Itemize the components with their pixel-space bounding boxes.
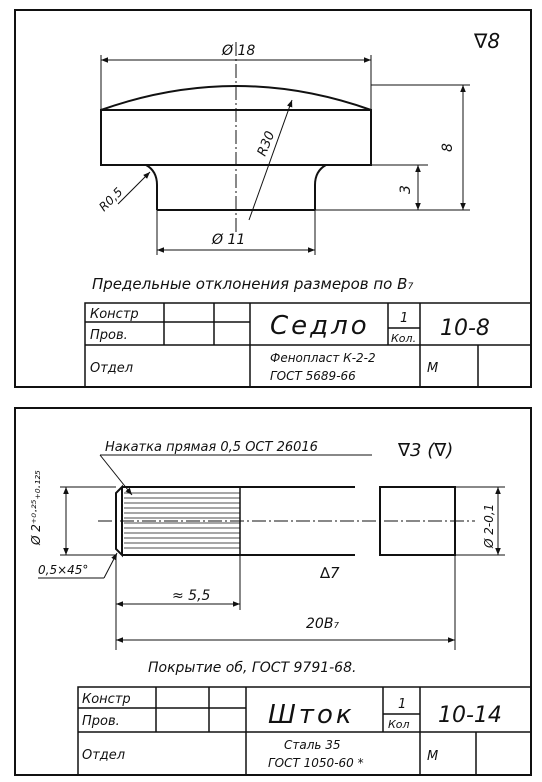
dim-total-length-label: 20B₇ (306, 616, 339, 632)
drawing-2-roughness-symbol: ∇3 (∇) (397, 440, 453, 461)
dim-height-8: 8 (315, 84, 470, 211)
dim-diameter-18: Ø 18 (100, 43, 372, 110)
tb2-prov-label: Пров. (82, 714, 120, 729)
tb2-quantity: 1 (398, 697, 406, 712)
dim-right-diameter-label: Ø 2-0,1 (482, 504, 496, 549)
dim-diameter-11: Ø 11 (156, 210, 316, 255)
tb2-part-name: Шток (268, 700, 355, 730)
dim-chamfer: 0,5×45° (38, 552, 118, 579)
tb1-otdel-label: Отдел (90, 361, 133, 376)
dim-radius-05-label: R0,5 (96, 185, 125, 214)
dim-left-diameter: Ø 2⁺⁰·²⁵₊₀.₁₂₅ (29, 470, 116, 556)
rod-knurl-hatching (124, 487, 241, 555)
dim-knurl-length-label: ≈ 5,5 (172, 588, 211, 604)
tb2-drawing-number: 10-14 (438, 703, 502, 728)
tb2-konstr-label: Констр (82, 692, 131, 707)
drawing-1-title-block (84, 302, 532, 388)
dim-right-diameter: Ø 2-0,1 (455, 486, 505, 556)
tb1-quantity: 1 (400, 311, 408, 326)
coating-note: Покрытие об, ГОСТ 9791-68. (148, 660, 356, 676)
knurl-leader: Накатка прямая 0,5 ОСТ 26016 (99, 440, 372, 496)
tb2-scale-label: М (427, 749, 438, 764)
tb2-material-line2: ГОСТ 1050-60 * (268, 756, 364, 770)
dim-height-3-label: 3 (398, 185, 414, 194)
tb1-material-line2: ГОСТ 5689-66 (270, 369, 356, 383)
drawing-2-rod: Накатка прямая 0,5 ОСТ 26016 ∇3 (∇) Ø 2⁺… (14, 407, 532, 776)
drawing-1-roughness-symbol: ∇8 (473, 29, 500, 53)
dim-diameter-11-label: Ø 11 (211, 232, 245, 248)
dim-knurl-length: ≈ 5,5 (115, 555, 241, 650)
dim-radius-05: R0,5 (96, 171, 151, 214)
drawing-2-title-block (77, 686, 532, 776)
tb2-quantity-label: Кол (388, 718, 410, 731)
chamfer-label: 0,5×45° (38, 563, 88, 577)
tb1-part-name: Седло (270, 311, 370, 341)
dim-height-3: 3 (371, 164, 428, 210)
tb1-scale-label: М (427, 361, 438, 376)
tb1-quantity-label: Кол. (391, 332, 416, 345)
drawing-1-saddle: Ø 18 R30 R0,5 8 3 Ø (14, 9, 532, 388)
tb2-material-line1: Сталь 35 (284, 738, 341, 752)
knurl-note: Накатка прямая 0,5 ОСТ 26016 (105, 440, 318, 455)
dim-left-diameter-label: Ø 2⁺⁰·²⁵₊₀.₁₂₅ (29, 470, 43, 546)
tb1-prov-label: Пров. (90, 328, 128, 343)
drawing-1-tolerance-note: Предельные отклонения размеров по B₇ (92, 275, 413, 293)
dim-height-8-label: 8 (440, 143, 456, 152)
dim-radius-30-label: R30 (255, 129, 278, 158)
dim-diameter-18-label: Ø 18 (221, 43, 255, 59)
tb2-otdel-label: Отдел (82, 748, 125, 763)
dim-total-length: 20B₇ (116, 555, 456, 650)
tb1-konstr-label: Констр (90, 307, 139, 322)
local-roughness-symbol: ∆7 (319, 564, 340, 582)
tb1-drawing-number: 10-8 (440, 316, 490, 341)
tb1-material-line1: Фенопласт К-2-2 (270, 351, 376, 365)
dim-radius-30: R30 (248, 99, 293, 221)
